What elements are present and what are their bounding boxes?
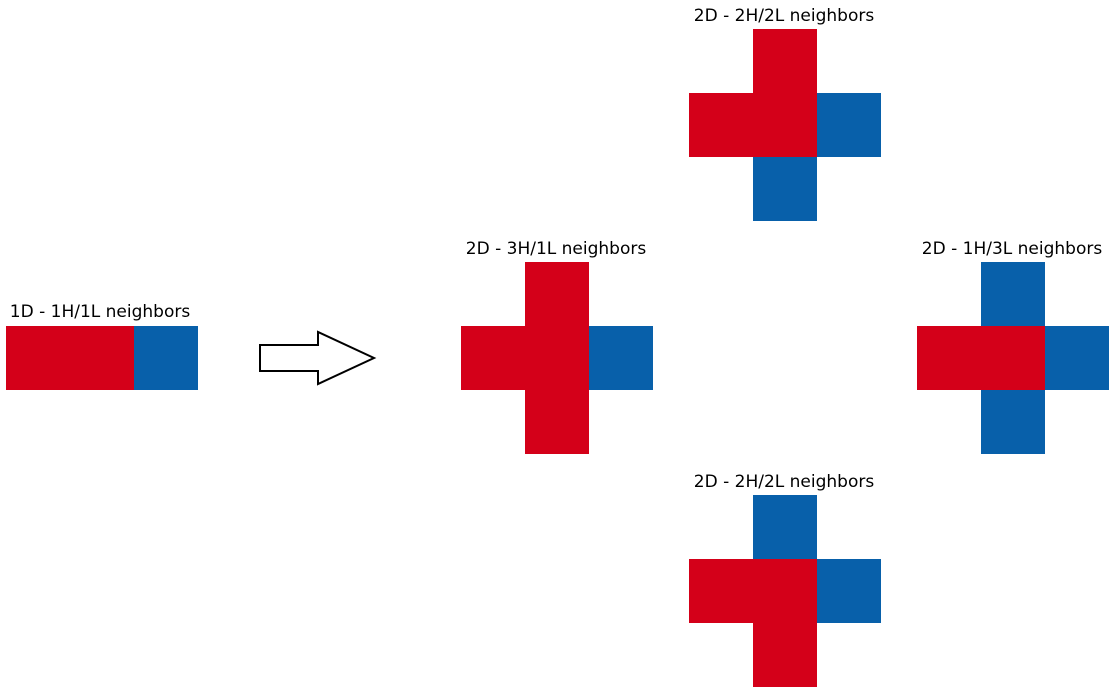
low-cell (134, 326, 198, 390)
high-cell (525, 262, 589, 326)
low-cell (753, 157, 817, 221)
panel-title-2d-top: 2D - 2H/2L neighbors (693, 6, 875, 26)
high-cell (753, 559, 817, 623)
panel-title-2d-left: 2D - 3H/1L neighbors (465, 239, 647, 259)
low-cell (589, 326, 653, 390)
high-cell (753, 93, 817, 157)
high-cell (525, 326, 589, 390)
high-cell (689, 93, 753, 157)
high-cell (6, 326, 70, 390)
high-cell (689, 559, 753, 623)
panel-title-2d-bottom: 2D - 2H/2L neighbors (693, 472, 875, 492)
panel-title-1d: 1D - 1H/1L neighbors (9, 302, 191, 322)
low-cell (981, 390, 1045, 454)
high-cell (917, 326, 981, 390)
low-cell (1045, 326, 1109, 390)
high-cell (70, 326, 134, 390)
high-cell (981, 326, 1045, 390)
high-cell (461, 326, 525, 390)
high-cell (525, 390, 589, 454)
panel-title-2d-right: 2D - 1H/3L neighbors (921, 239, 1103, 259)
low-cell (753, 495, 817, 559)
high-cell (753, 623, 817, 687)
low-cell (817, 559, 881, 623)
high-cell (753, 29, 817, 93)
low-cell (981, 262, 1045, 326)
right-arrow-icon (259, 330, 377, 386)
low-cell (817, 93, 881, 157)
